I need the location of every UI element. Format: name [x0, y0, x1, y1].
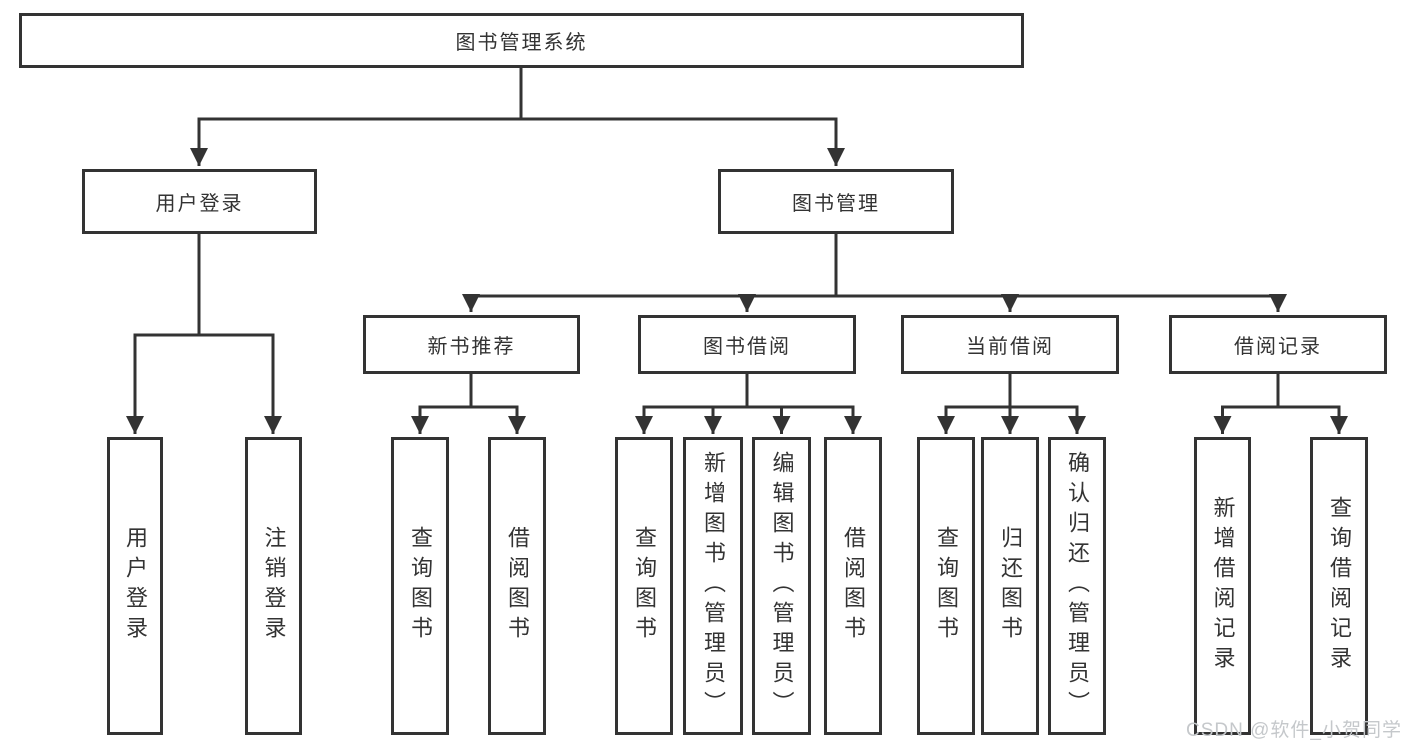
- leaf-borrow-books-recommend: 借阅图书: [488, 437, 546, 735]
- leaf-borrow-books: 借阅图书: [824, 437, 882, 735]
- leaf-query-books-borrow: 查询图书: [615, 437, 673, 735]
- leaf-query-borrow-record: 查询借阅记录: [1310, 437, 1368, 735]
- leaf-query-books-recommend: 查询图书: [391, 437, 449, 735]
- leaf-return-books: 归还图书: [981, 437, 1039, 735]
- node-book-borrow: 图书借阅: [638, 315, 856, 374]
- node-book-management: 图书管理: [718, 169, 954, 234]
- leaf-query-books-current: 查询图书: [917, 437, 975, 735]
- leaf-user-login: 用户登录: [107, 437, 163, 735]
- leaf-add-books-admin: 新增图书（管理员）: [683, 437, 743, 735]
- leaf-logout: 注销登录: [245, 437, 302, 735]
- node-root: 图书管理系统: [19, 13, 1024, 68]
- leaf-edit-books-admin: 编辑图书（管理员）: [752, 437, 811, 735]
- node-user-login: 用户登录: [82, 169, 317, 234]
- node-borrow-records: 借阅记录: [1169, 315, 1387, 374]
- node-new-book-recommend: 新书推荐: [363, 315, 580, 374]
- watermark: CSDN @软件_小贺同学: [1186, 720, 1402, 741]
- leaf-add-borrow-record: 新增借阅记录: [1194, 437, 1251, 735]
- node-current-borrow: 当前借阅: [901, 315, 1119, 374]
- leaf-confirm-return-admin: 确认归还（管理员）: [1048, 437, 1106, 735]
